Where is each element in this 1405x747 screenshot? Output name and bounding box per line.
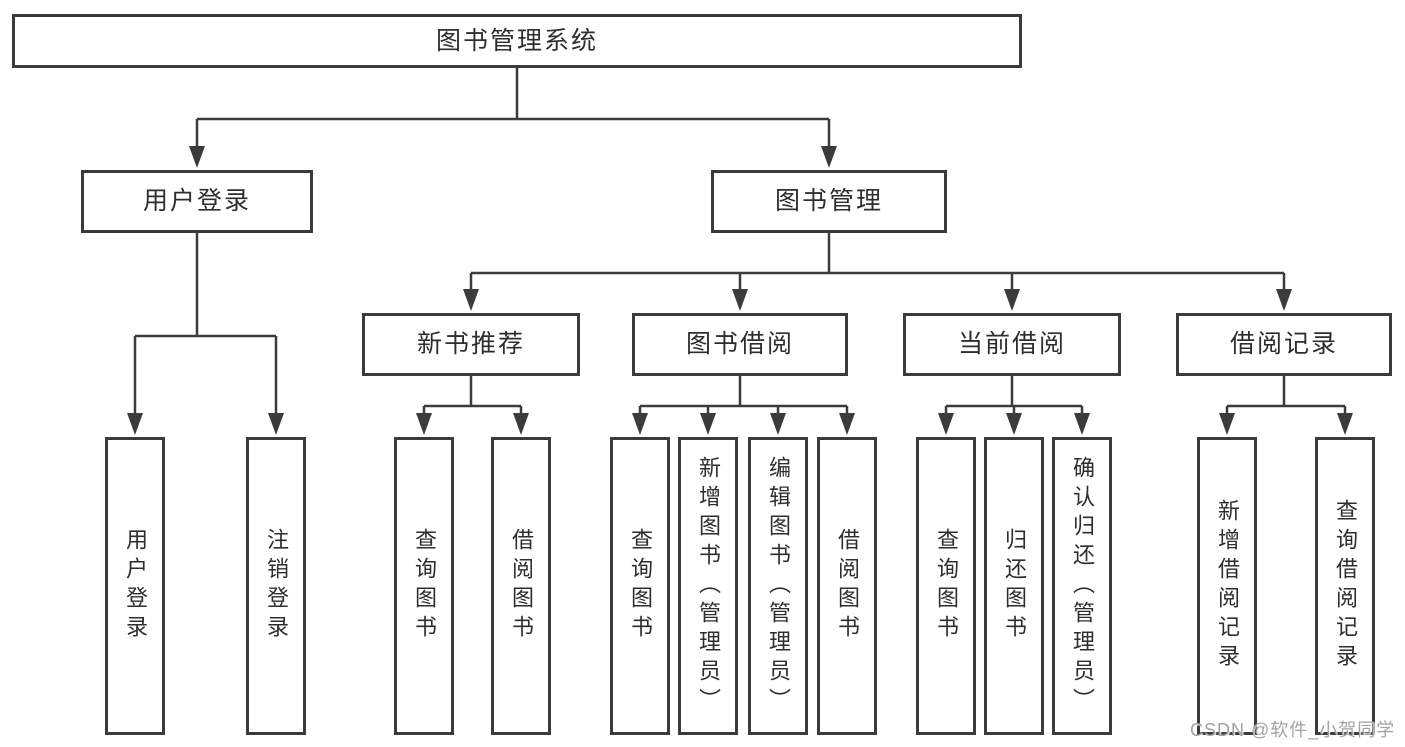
arrow-to-current-borrowing <box>1004 289 1020 311</box>
leaf-records-query-record: 查询借阅记录 <box>1315 437 1375 735</box>
connector-book-borrowing-to-leaves <box>632 376 855 435</box>
leaf-recommend-query-book-label: 查询图书 <box>412 528 437 644</box>
node-borrow-records-label: 借阅记录 <box>1229 330 1338 358</box>
arrow-to-cb-return-book <box>1006 413 1022 435</box>
node-new-book-recommend-label: 新书推荐 <box>416 330 525 358</box>
node-book-borrowing-label: 图书借阅 <box>685 330 794 358</box>
arrow-to-cb-confirm-return <box>1074 413 1090 435</box>
node-library-management-system: 图书管理系统 <box>12 14 1022 68</box>
leaf-borrowing-borrow-book-label: 借阅图书 <box>835 528 860 644</box>
leaf-borrowing-borrow-book: 借阅图书 <box>817 437 877 735</box>
arrow-to-bb-borrow-book <box>839 413 855 435</box>
arrow-to-leaf-user-login <box>127 413 143 435</box>
arrow-to-user-login <box>189 146 205 168</box>
connector-current-borrowing-to-leaves <box>938 376 1090 435</box>
leaf-current-confirm-return: 确认归还（管理员） <box>1052 437 1112 735</box>
connector-root-to-level2 <box>189 68 837 168</box>
arrow-to-book-borrowing <box>732 289 748 311</box>
node-book-management: 图书管理 <box>711 170 947 233</box>
arrow-to-cb-query-book <box>938 413 954 435</box>
connector-book-management-to-level3 <box>463 233 1292 311</box>
csdn-watermark: CSDN @软件_小贺同学 <box>1190 720 1396 740</box>
node-user-login-label: 用户登录 <box>142 187 251 215</box>
leaf-current-return-book: 归还图书 <box>984 437 1044 735</box>
leaf-borrowing-edit-book-label: 编辑图书（管理员） <box>766 455 791 717</box>
node-user-login: 用户登录 <box>81 170 313 233</box>
arrow-to-br-query-record <box>1337 413 1353 435</box>
arrow-to-book-management <box>821 146 837 168</box>
leaf-recommend-query-book: 查询图书 <box>394 437 454 735</box>
leaf-current-query-book-label: 查询图书 <box>934 528 959 644</box>
node-borrow-records: 借阅记录 <box>1176 313 1392 376</box>
leaf-records-query-record-label: 查询借阅记录 <box>1333 499 1358 673</box>
leaf-current-return-book-label: 归还图书 <box>1002 528 1027 644</box>
connector-borrow-records-to-leaves <box>1219 376 1353 435</box>
arrow-to-rec-query-book <box>416 413 432 435</box>
arrow-to-bb-edit-book <box>770 413 786 435</box>
leaf-current-query-book: 查询图书 <box>916 437 976 735</box>
leaf-borrowing-add-book-label: 新增图书（管理员） <box>696 455 721 717</box>
arrow-to-rec-borrow-book <box>513 413 529 435</box>
leaf-borrowing-query-book: 查询图书 <box>610 437 670 735</box>
leaf-user-login: 用户登录 <box>105 437 165 735</box>
leaf-borrowing-add-book: 新增图书（管理员） <box>678 437 738 735</box>
node-book-borrowing: 图书借阅 <box>632 313 848 376</box>
leaf-logout-label: 注销登录 <box>264 528 289 644</box>
node-library-management-system-label: 图书管理系统 <box>435 26 598 55</box>
arrow-to-bb-query-book <box>632 413 648 435</box>
node-current-borrowing: 当前借阅 <box>903 313 1121 376</box>
leaf-user-login-label: 用户登录 <box>123 528 148 644</box>
connector-user-login-to-leaves <box>127 233 284 435</box>
arrow-to-br-add-record <box>1219 413 1235 435</box>
node-book-management-label: 图书管理 <box>774 187 883 215</box>
leaf-borrowing-edit-book: 编辑图书（管理员） <box>748 437 808 735</box>
node-current-borrowing-label: 当前借阅 <box>957 330 1066 358</box>
arrow-to-leaf-logout <box>268 413 284 435</box>
leaf-records-add-record: 新增借阅记录 <box>1197 437 1257 735</box>
node-new-book-recommend: 新书推荐 <box>362 313 580 376</box>
leaf-records-add-record-label: 新增借阅记录 <box>1215 499 1240 673</box>
leaf-current-confirm-return-label: 确认归还（管理员） <box>1070 455 1095 717</box>
connector-new-book-recommend-to-leaves <box>416 376 529 435</box>
arrow-to-new-book-recommend <box>463 289 479 311</box>
leaf-recommend-borrow-book: 借阅图书 <box>491 437 551 735</box>
arrow-to-bb-add-book <box>700 413 716 435</box>
leaf-logout: 注销登录 <box>246 437 306 735</box>
leaf-borrowing-query-book-label: 查询图书 <box>628 528 653 644</box>
leaf-recommend-borrow-book-label: 借阅图书 <box>509 528 534 644</box>
arrow-to-borrow-records <box>1276 289 1292 311</box>
